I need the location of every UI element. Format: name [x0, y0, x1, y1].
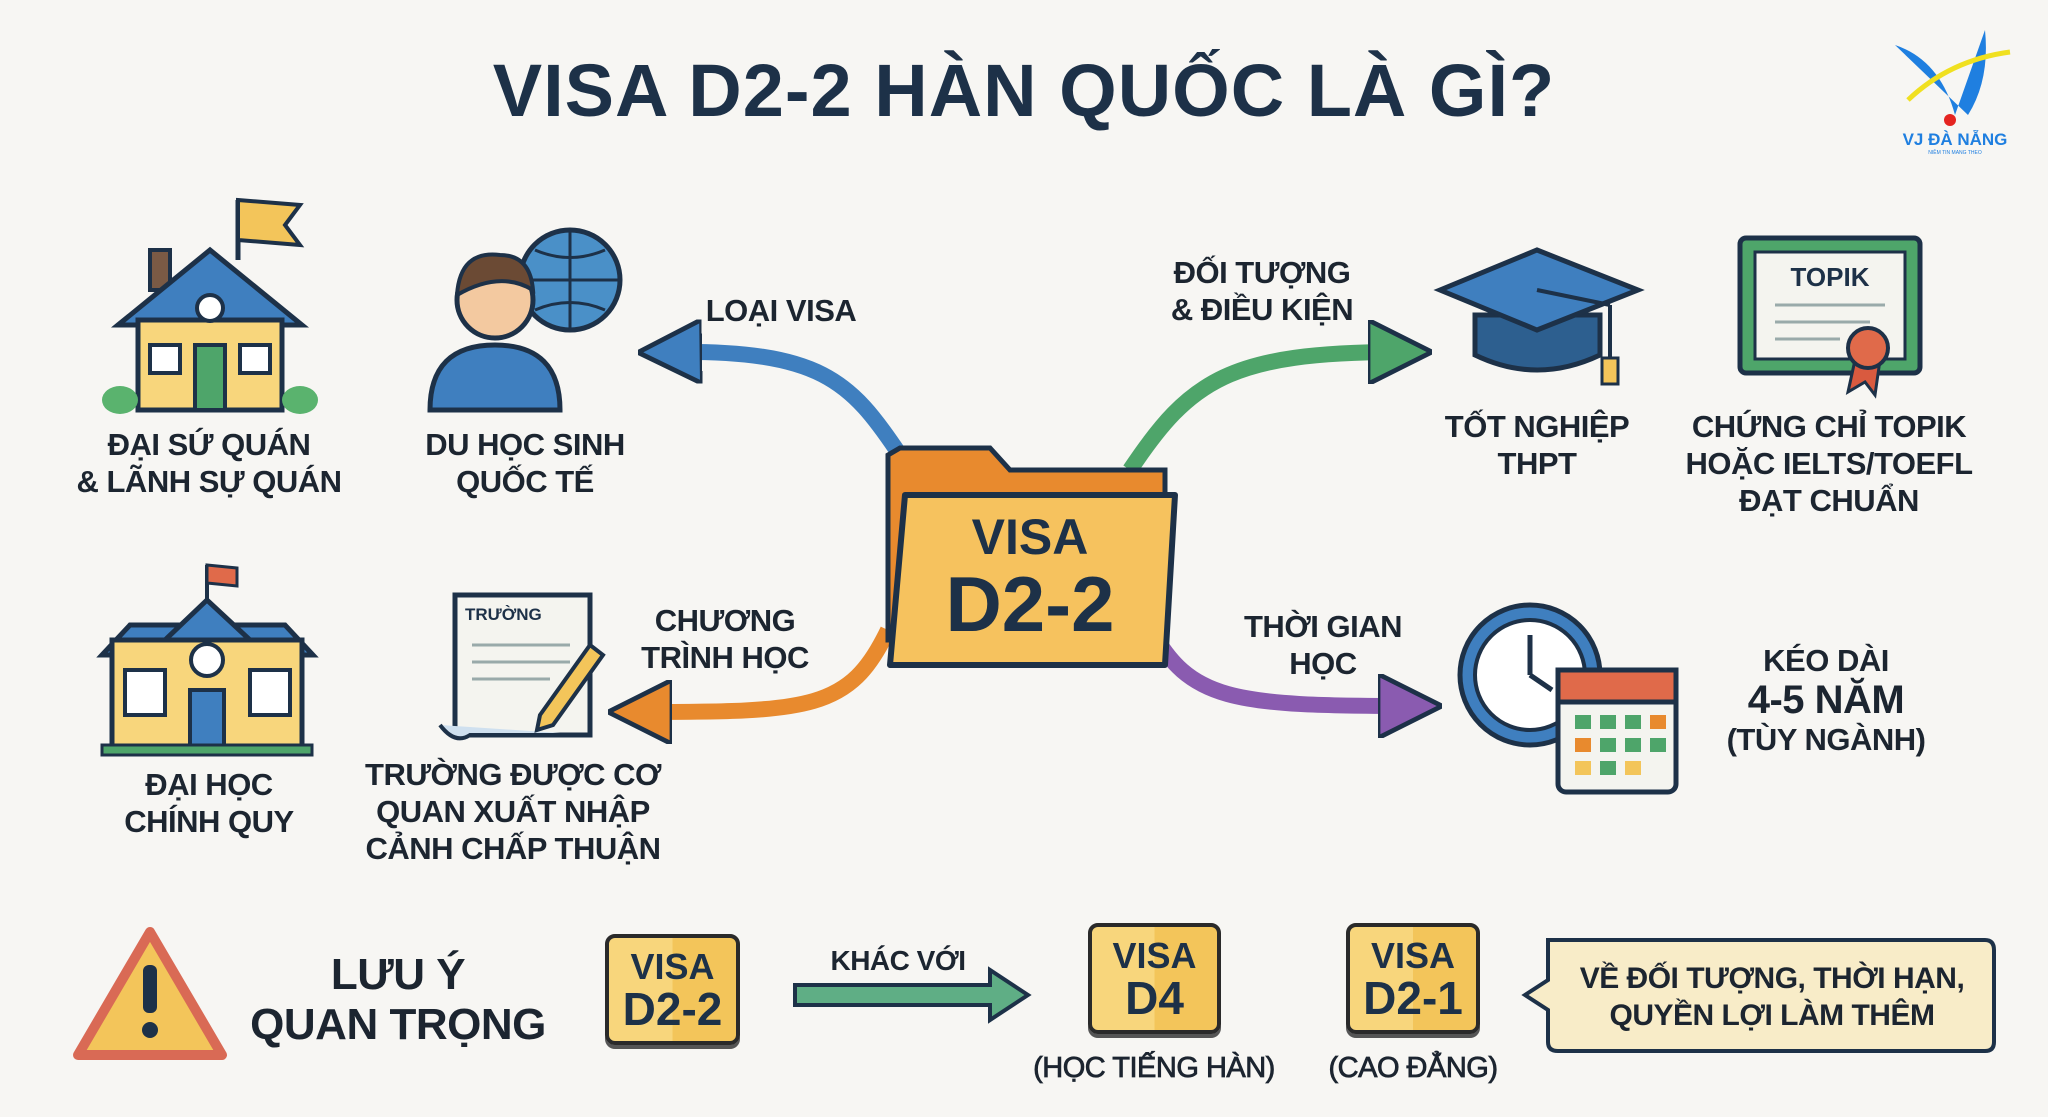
logo-name: VJ ĐÀ NẴNG — [1902, 130, 2008, 149]
embassy-house-icon — [102, 197, 318, 414]
arrow-eligibility — [1123, 352, 1400, 475]
warning-triangle-icon — [73, 927, 227, 1060]
document-pen-icon — [438, 592, 606, 741]
visa-d2-1-caption: (CAO ĐẲNG) — [1328, 1052, 1498, 1085]
logo-mark — [1895, 30, 2011, 126]
certificate-title: TOPIK — [1790, 262, 1870, 292]
university-icon — [96, 563, 319, 757]
speech-bubble — [1521, 938, 1996, 1053]
arrow-visa-type — [670, 352, 907, 460]
visa-d4-caption: (HỌC TIẾNG HÀN) — [1033, 1052, 1276, 1085]
document-title: TRƯỜNG — [465, 605, 542, 624]
visa-type-branch-label: LOẠI VISA — [705, 293, 857, 328]
page-title: VISA D2-2 HÀN QUỐC LÀ GÌ? — [492, 49, 1556, 132]
logo-tagline: NIỀM TIN MANG THEO — [1928, 150, 1982, 156]
certificate-icon — [1737, 235, 1923, 399]
arrow-program — [640, 626, 896, 712]
bubble-text: VỀ ĐỐI TƯỢNG, THỜI HẠN,QUYỀN LỢI LÀM THÊ… — [1579, 962, 1965, 1032]
center-folder-label: VISA D2-2 — [945, 509, 1115, 648]
graduation-cap-icon — [1433, 247, 1645, 386]
eligibility-branch-label: ĐỐI TƯỢNG& ĐIỀU KIỆN — [1170, 255, 1354, 327]
clock-calendar-icon — [1457, 602, 1679, 795]
folder-icon — [885, 445, 1178, 668]
student-globe-icon — [427, 227, 623, 413]
differs-arrow — [793, 966, 1032, 1024]
logo: VJ ĐÀ NẴNG NIỀM TIN MANG THEO — [1880, 130, 2030, 156]
differs-label: KHÁC VỚI — [830, 945, 966, 976]
embassy-label: ĐẠI SỨ QUÁN& LÃNH SỰ QUÁN — [76, 427, 343, 499]
